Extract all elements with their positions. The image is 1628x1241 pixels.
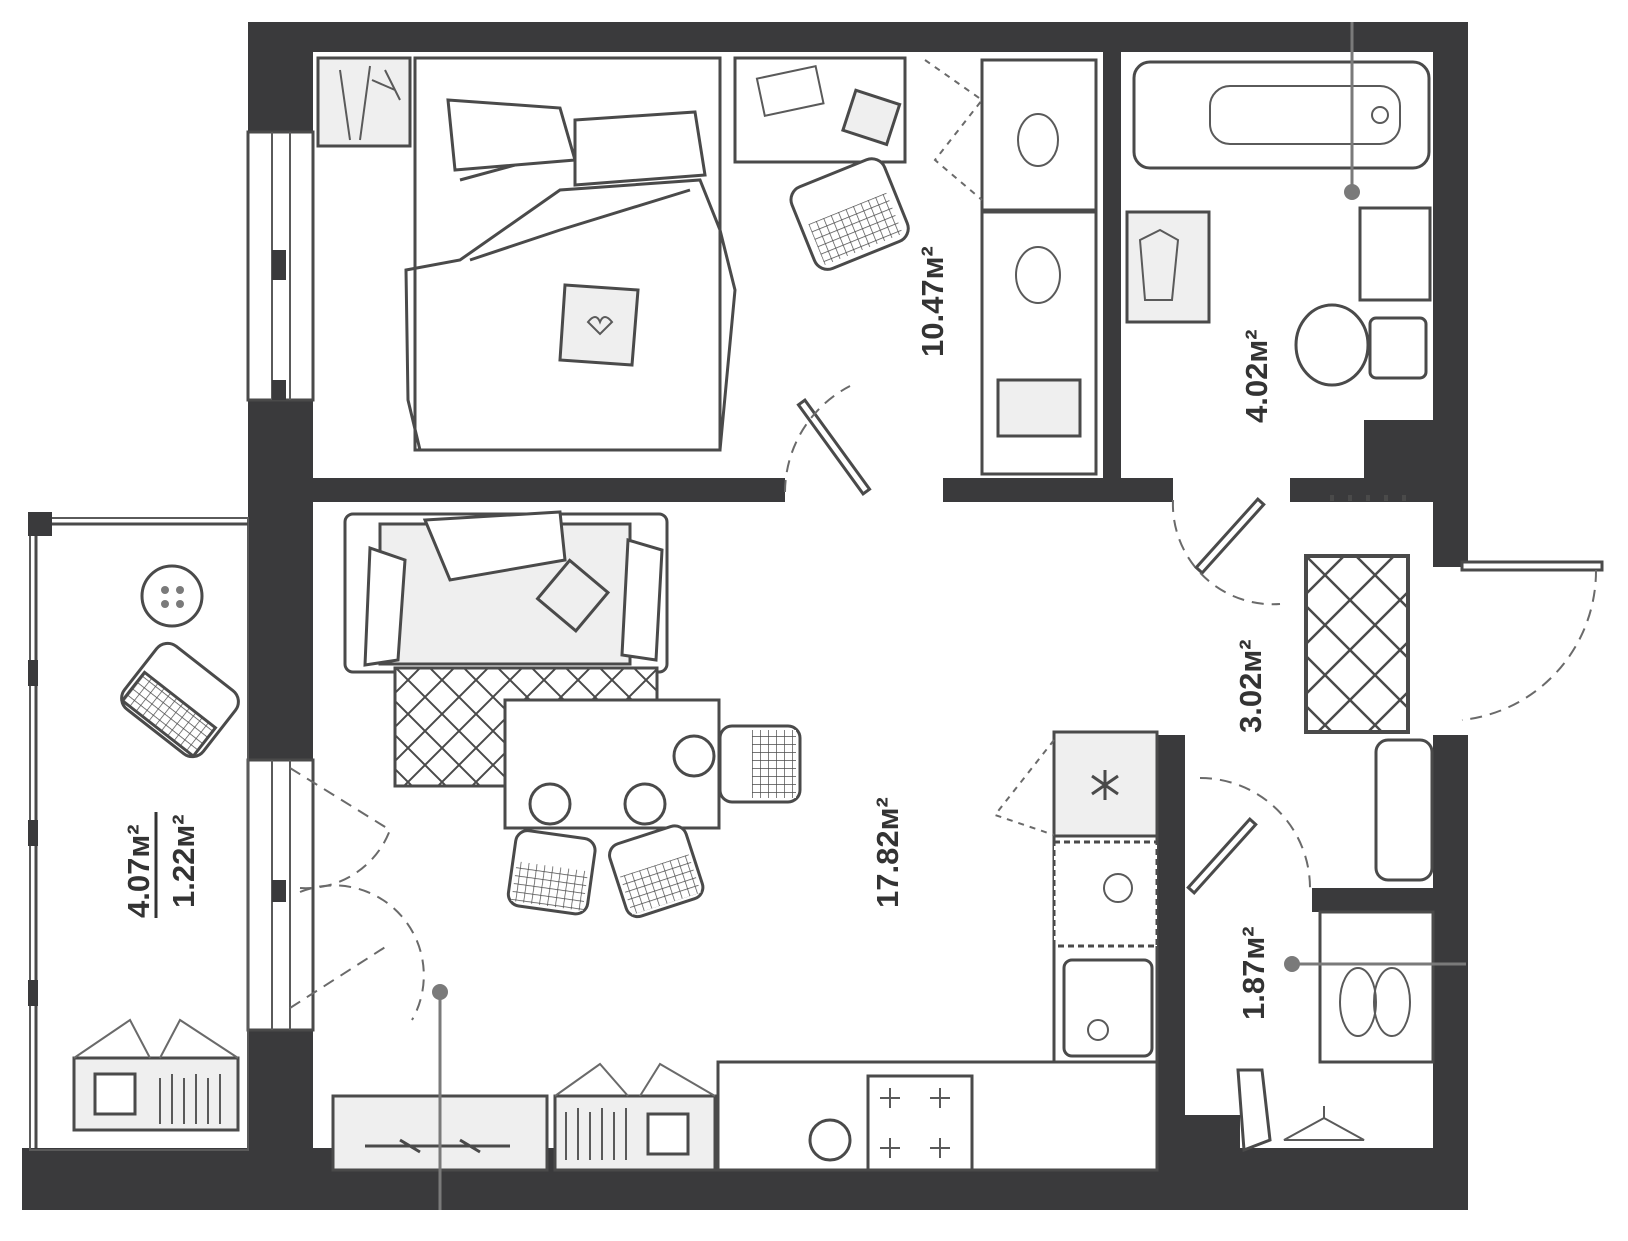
balcony bbox=[28, 512, 249, 1151]
bathtub bbox=[1132, 60, 1431, 170]
kitchen-sink bbox=[1062, 958, 1154, 1058]
living-kitchen-furniture bbox=[331, 510, 1159, 1210]
area-label-hallway: 3.02м² bbox=[1233, 639, 1268, 733]
windows bbox=[246, 130, 315, 1032]
stool bbox=[140, 564, 204, 628]
area-label-balcony-total: 4.07м² bbox=[121, 824, 156, 918]
dining-chair bbox=[506, 829, 597, 916]
dining-chair bbox=[718, 724, 802, 804]
area-label-bathroom: 4.02м² bbox=[1239, 329, 1274, 423]
desk-chair bbox=[789, 157, 910, 271]
kettle bbox=[808, 1118, 852, 1162]
toilet bbox=[1294, 303, 1370, 387]
vacuum-cleaner bbox=[1236, 1068, 1272, 1153]
area-labels: 10.47м² 4.02м² 3.02м² 17.82м² 1.87м² 4.0… bbox=[121, 246, 1274, 1020]
entrance-door bbox=[1460, 560, 1604, 572]
dining-chair bbox=[608, 824, 705, 919]
bathroom-door bbox=[1194, 497, 1266, 575]
sink bbox=[1358, 206, 1432, 302]
heart-pillow bbox=[558, 283, 640, 367]
area-label-wardrobe: 1.87м² bbox=[1236, 926, 1271, 1020]
washing-machine bbox=[1125, 210, 1211, 324]
wardrobe-room-furniture bbox=[1236, 910, 1466, 1153]
kitchen-door bbox=[1186, 817, 1258, 895]
bedroom-door bbox=[796, 398, 872, 496]
walls bbox=[22, 22, 1468, 1210]
pillow bbox=[573, 110, 707, 187]
bench bbox=[1374, 738, 1434, 882]
area-label-bedroom: 10.47м² bbox=[915, 246, 950, 357]
bedroom-furniture bbox=[316, 56, 1098, 476]
wardrobe-shelf bbox=[980, 58, 1098, 212]
area-label-balcony-effective: 1.22м² bbox=[166, 814, 201, 908]
nightstand bbox=[316, 56, 412, 148]
pillow bbox=[446, 98, 577, 172]
hallway-furniture bbox=[1304, 495, 1604, 882]
balcony-chair bbox=[120, 641, 240, 759]
area-label-living-kitchen: 17.82м² bbox=[870, 797, 905, 908]
doors bbox=[289, 385, 1311, 1021]
cooktop bbox=[866, 1074, 974, 1172]
bathroom-fixtures bbox=[1125, 22, 1432, 387]
